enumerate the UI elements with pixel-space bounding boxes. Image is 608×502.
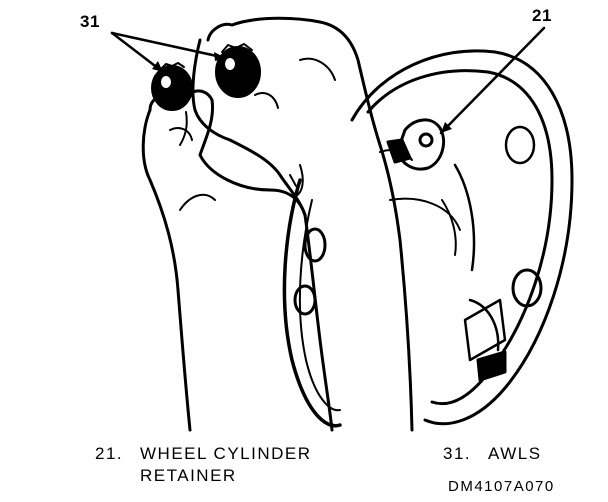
legend-number: 31. [443,444,472,463]
legend-item-retainer: 21. WHEEL CYLINDER RETAINER [95,443,312,487]
wheel-cylinder-retainer [379,118,445,171]
backing-plate [282,49,574,428]
awl-handles [151,43,261,111]
awls-callout-number: 31 [80,12,100,31]
legend-label: AWLS [488,444,542,463]
legend-number: 21. [95,444,124,463]
left-hand [141,89,307,432]
right-hand [191,16,414,432]
retainer-callout-number: 21 [532,6,552,25]
legend-label-continued: RETAINER [140,466,237,485]
legend-label: WHEEL CYLINDER [140,444,312,463]
callout-leaders [110,26,546,135]
legend-item-awls: 31. AWLS [443,443,542,465]
figure-code: DM4107A070 [448,478,555,495]
